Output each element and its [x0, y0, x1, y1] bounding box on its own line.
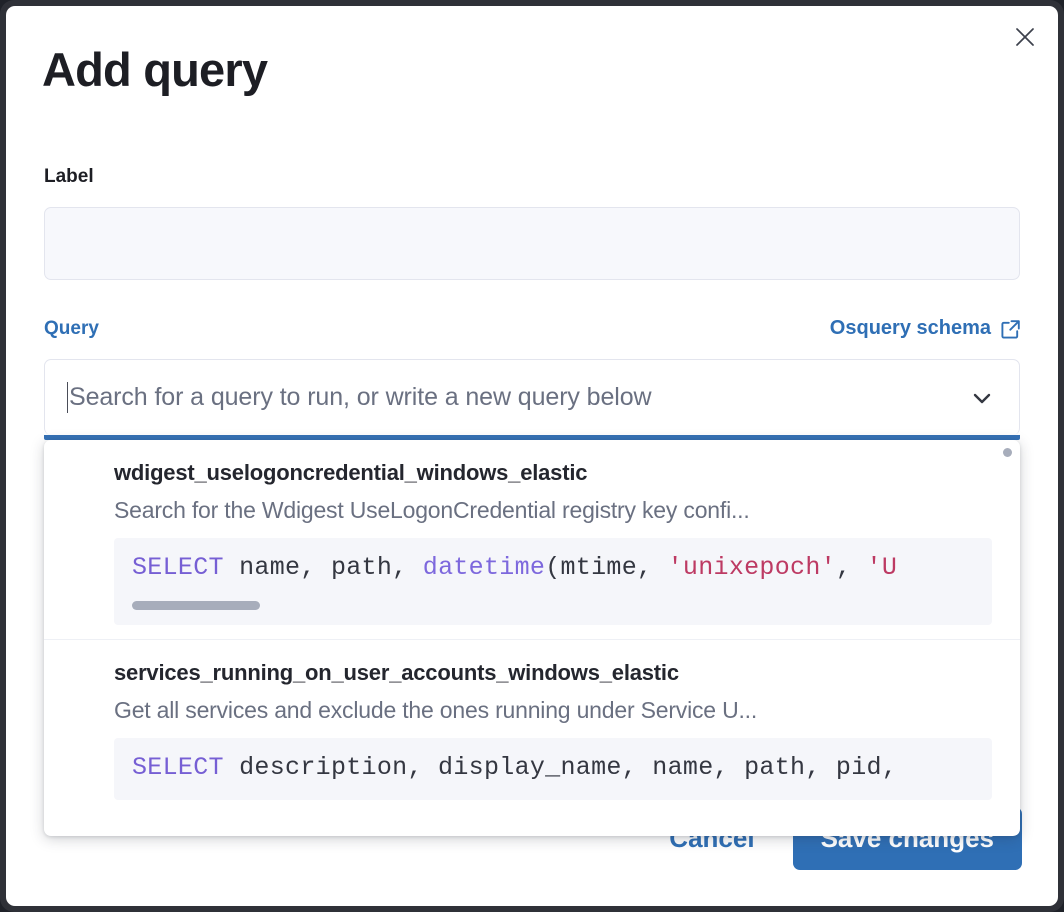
osquery-schema-link[interactable]: Osquery schema — [830, 317, 1022, 340]
option-sql-preview: SELECT description, display_name, name, … — [114, 738, 992, 800]
add-query-modal: Add query Label Query Osquery schema Sea… — [6, 6, 1058, 906]
sql-string-1: 'unixepoch' — [667, 553, 836, 582]
query-search-combobox[interactable]: Search for a query to run, or write a ne… — [44, 359, 1020, 440]
dropdown-vertical-scrollbar[interactable] — [1003, 448, 1012, 457]
sql-plain-1: name, path, — [223, 553, 423, 582]
sql-horizontal-scrollbar[interactable] — [114, 599, 992, 625]
label-input[interactable] — [44, 207, 1020, 280]
option-sql-code: SELECT name, path, datetime(mtime, 'unix… — [114, 552, 992, 599]
list-item[interactable]: wdigest_uselogoncredential_windows_elast… — [44, 440, 1020, 639]
external-link-icon — [1000, 318, 1022, 340]
sql-keyword: SELECT — [132, 553, 224, 582]
option-title: services_running_on_user_accounts_window… — [114, 660, 679, 686]
option-sql-preview: SELECT name, path, datetime(mtime, 'unix… — [114, 538, 992, 626]
option-title: wdigest_uselogoncredential_windows_elast… — [114, 460, 588, 485]
chevron-down-icon[interactable] — [965, 381, 999, 415]
sql-plain-3: , — [835, 553, 867, 582]
list-item[interactable]: services_running_on_user_accounts_window… — [44, 639, 1020, 813]
option-sql-code: SELECT description, display_name, name, … — [114, 752, 992, 799]
sql-keyword: SELECT — [132, 753, 224, 783]
close-icon — [1013, 25, 1037, 49]
text-caret — [67, 382, 68, 413]
sql-string-2: 'U — [866, 553, 898, 582]
sql-scrollbar-thumb[interactable] — [132, 601, 260, 611]
label-field-label: Label — [44, 166, 94, 187]
query-suggestions-dropdown: wdigest_uselogoncredential_windows_elast… — [44, 440, 1020, 836]
osquery-schema-link-label: Osquery schema — [829, 317, 991, 339]
sql-function: datetime — [422, 553, 546, 582]
page-title: Add query — [42, 43, 268, 96]
option-description: Get all services and exclude the ones ru… — [114, 697, 758, 724]
sql-plain-2: (mtime, — [545, 553, 668, 582]
option-description: Search for the Wdigest UseLogonCredentia… — [114, 497, 750, 523]
query-search-input-placeholder: Search for a query to run, or write a ne… — [69, 383, 652, 411]
sql-plain-1: description, display_name, name, path, p… — [223, 753, 898, 783]
close-button[interactable] — [1006, 18, 1044, 56]
query-field-label: Query — [44, 318, 99, 339]
